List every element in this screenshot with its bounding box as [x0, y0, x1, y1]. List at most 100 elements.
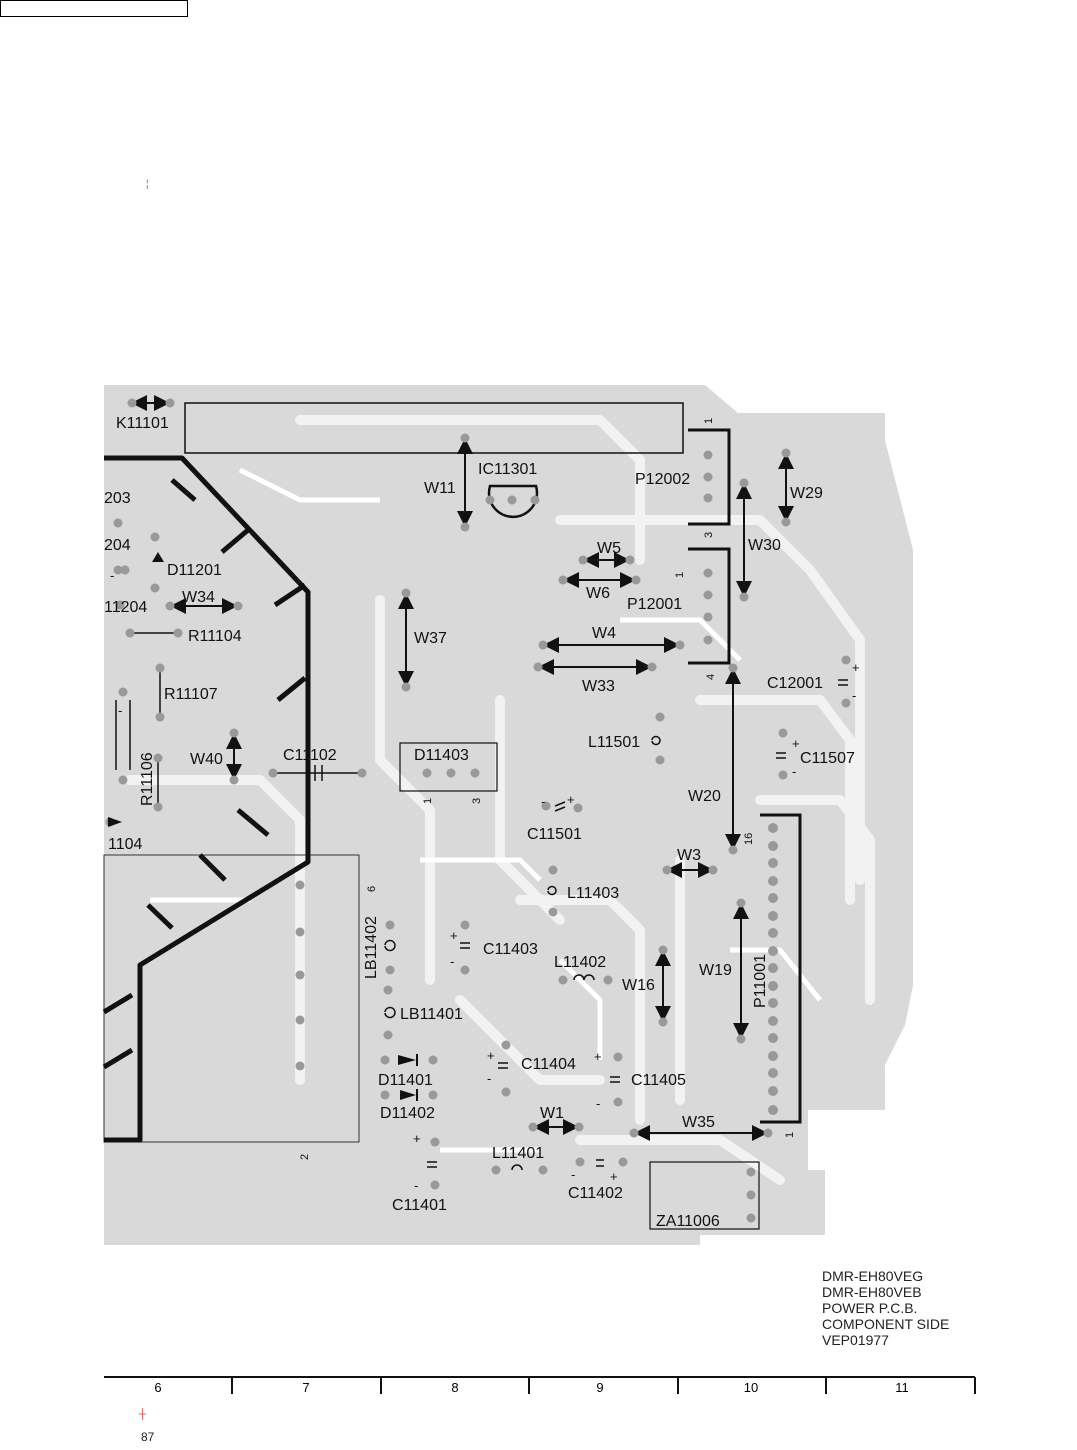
transformer-outline: [103, 854, 360, 1143]
label-c11403: C11403: [483, 941, 538, 958]
pin-p11001-1: 1: [784, 1132, 796, 1138]
label-r11104: R11104: [188, 628, 242, 645]
svg-text:-: -: [541, 794, 545, 809]
svg-text:+: +: [413, 1131, 421, 1146]
heatsink-outline: [102, 455, 311, 1143]
label-w3: W3: [677, 847, 701, 864]
pin-p11001-16: 16: [743, 833, 755, 845]
label-r11106: R11106: [139, 752, 156, 806]
label-d11403: D11403: [414, 747, 469, 764]
svg-text:+: +: [450, 928, 458, 943]
p11001-pins: [768, 823, 778, 1115]
caption-line-5: VEP01977: [822, 1332, 889, 1348]
svg-text:-: -: [596, 1096, 600, 1111]
jumper-wires: [131, 395, 794, 1141]
label-za11006: ZA11006: [656, 1213, 720, 1230]
polarity-marks: +- +- -+ +- +- +- +- -+ --: [110, 568, 860, 1193]
label-p12002: P12002: [635, 471, 690, 488]
label-c12001: C12001: [767, 675, 823, 692]
pin-p12002-1: 1: [703, 418, 715, 424]
label-c11501: C11501: [527, 826, 582, 843]
svg-text:+: +: [594, 1049, 602, 1064]
label-c11102: C11102: [283, 747, 337, 764]
label-w16: W16: [622, 977, 655, 994]
component-labels: K11101 IC11301 P12002 W29 W30 W11 W5 W6 …: [104, 415, 855, 1230]
label-l11402: L11402: [554, 954, 606, 971]
pin-transformer-6: 6: [366, 886, 378, 892]
za11006-body: [649, 1161, 760, 1230]
label-w33: W33: [582, 678, 615, 695]
component-symbols: [115, 679, 848, 1171]
board-caption: DMR-EH80VEG DMR-EH80VEB POWER P.C.B. COM…: [822, 1268, 949, 1348]
pin-number-labels: 1 3 1 4 1 3 16 1 6 2: [299, 418, 796, 1160]
grid-col-11: 11: [895, 1380, 909, 1395]
label-w11: W11: [424, 480, 456, 497]
svg-text:+: +: [567, 792, 575, 807]
label-d11402: D11402: [380, 1105, 435, 1122]
grid-col-10: 10: [743, 1380, 759, 1395]
svg-text:+: +: [487, 1048, 495, 1063]
pin-p12001-1: 1: [674, 572, 686, 578]
d11403-body: [399, 742, 498, 792]
svg-text:-: -: [487, 1071, 491, 1086]
label-c11507: C11507: [800, 750, 855, 767]
pin-transformer-2: 2: [299, 1154, 311, 1160]
crop-mark-top: ¦: [146, 179, 149, 190]
pin-d11403-3: 3: [471, 798, 483, 804]
grid-col-8: 8: [451, 1380, 459, 1395]
svg-text:-: -: [852, 688, 856, 703]
plain-wires: [132, 632, 360, 805]
p11001-bracket: [760, 813, 802, 1124]
svg-text:-: -: [110, 568, 114, 583]
label-c11401: C11401: [392, 1197, 447, 1214]
pin-d11403-1: 1: [422, 798, 434, 804]
label-w6: W6: [586, 585, 610, 602]
p12001-bracket: [688, 547, 731, 665]
svg-text:-: -: [450, 954, 454, 969]
svg-text:+: +: [610, 1169, 618, 1184]
grid-ruler: [104, 1376, 976, 1394]
svg-text:-: -: [414, 1178, 418, 1193]
caption-line-2: DMR-EH80VEB: [822, 1284, 922, 1300]
trace-layer-thin: [150, 467, 822, 1153]
label-w40: W40: [190, 751, 223, 768]
label-c11402: C11402: [568, 1185, 623, 1202]
crop-mark-bottom: ┼: [139, 1409, 147, 1420]
label-203: 203: [104, 490, 131, 507]
label-d11201: D11201: [167, 562, 222, 579]
label-lb11402: LB11402: [363, 916, 380, 979]
label-k11101: K11101: [116, 415, 169, 432]
pin-p12002-3: 3: [703, 532, 715, 538]
label-d11401: D11401: [378, 1072, 433, 1089]
page-number: 87: [141, 1430, 155, 1444]
label-lb11401: LB11401: [400, 1006, 463, 1023]
label-w5: W5: [597, 540, 621, 557]
label-w35: W35: [682, 1114, 715, 1131]
label-w29: W29: [790, 485, 823, 502]
label-w37: W37: [414, 630, 447, 647]
svg-text:-: -: [571, 1167, 575, 1182]
label-w30: W30: [748, 537, 781, 554]
grid-col-9: 9: [596, 1380, 604, 1395]
pads: [105, 398, 851, 1223]
svg-text:+: +: [852, 660, 860, 675]
label-l11501: L11501: [588, 734, 640, 751]
grid-col-7: 7: [302, 1380, 310, 1395]
label-w34: W34: [182, 589, 215, 606]
label-p12001: P12001: [627, 596, 682, 613]
label-w4: W4: [592, 625, 616, 642]
label-ic11301: IC11301: [478, 461, 537, 478]
k11101-body: [184, 402, 684, 454]
caption-line-1: DMR-EH80VEG: [822, 1268, 924, 1284]
label-l11401: L11401: [492, 1145, 544, 1162]
svg-text:+: +: [792, 736, 800, 751]
label-r11107: R11107: [164, 686, 218, 703]
label-p11001: P11001: [752, 954, 769, 1008]
caption-line-3: POWER P.C.B.: [822, 1300, 918, 1316]
caption-line-4: COMPONENT SIDE: [822, 1316, 950, 1332]
label-c11404: C11404: [521, 1056, 576, 1073]
label-1104: 1104: [108, 836, 143, 853]
p12002-bracket: [688, 428, 731, 526]
header-frame: [0, 0, 188, 17]
